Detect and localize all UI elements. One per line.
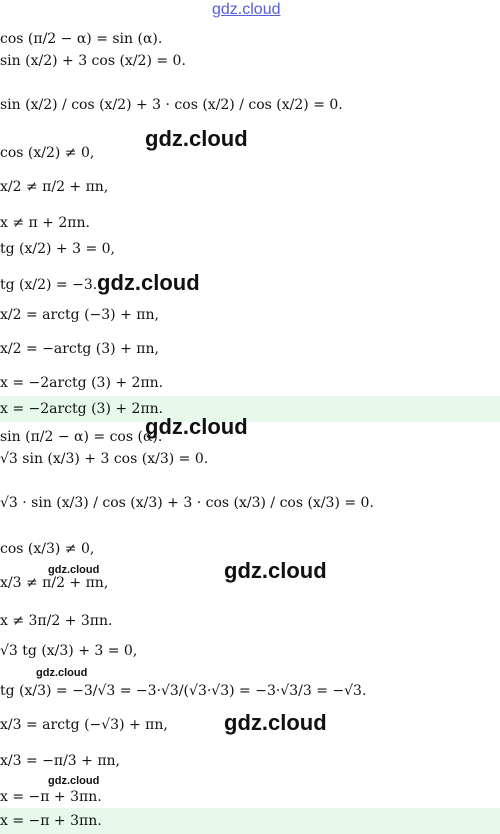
watermark-text: gdz.cloud	[145, 126, 248, 151]
equation-line: √3 · sin (x/3) / cos (x/3) + 3 · cos (x/…	[0, 495, 374, 511]
equation-line: x = −2arctg (3) + 2πn.	[0, 375, 164, 391]
watermark-text: gdz.cloud	[224, 710, 327, 735]
answer-line: x = −π + 3πn.	[0, 813, 102, 829]
equation-line: √3 tg (x/3) + 3 = 0,	[0, 643, 138, 659]
watermark-text: gdz.cloud	[97, 270, 200, 295]
answer-highlight-2	[0, 808, 500, 834]
watermark-text: gdz.cloud	[48, 564, 100, 576]
answer-highlight-1	[0, 396, 500, 422]
equation-line: x = −π + 3πn.	[0, 789, 102, 805]
equation-line: x/2 ≠ π/2 + πn,	[0, 179, 109, 195]
equation-line: tg (x/2) + 3 = 0,	[0, 241, 116, 257]
equation-line: sin (x/2) + 3 cos (x/2) = 0.	[0, 53, 186, 69]
site-watermark[interactable]: gdz.cloud	[212, 1, 281, 18]
equation-line: sin (π/2 − α) = cos (α).	[0, 429, 163, 445]
equation-line: x ≠ 3π/2 + 3πn.	[0, 613, 113, 629]
equation-line: tg (x/2) = −3.	[0, 277, 98, 293]
watermark-text: gdz.cloud	[36, 667, 88, 679]
equation-line: x ≠ π + 2πn.	[0, 215, 90, 231]
equation-line: tg (x/3) = −3/√3 = −3·√3/(√3·√3) = −3·√3…	[0, 683, 367, 699]
equation-line: sin (x/2) / cos (x/2) + 3 · cos (x/2) / …	[0, 97, 343, 113]
equation-line: x/2 = −arctg (3) + πn,	[0, 341, 159, 357]
equation-line: cos (x/3) ≠ 0,	[0, 541, 95, 557]
equation-line: x/3 = arctg (−√3) + πn,	[0, 717, 168, 733]
equation-line: x/2 = arctg (−3) + πn,	[0, 307, 159, 323]
equation-line: cos (x/2) ≠ 0,	[0, 145, 95, 161]
watermark-text: gdz.cloud	[224, 558, 327, 583]
equation-line: x/3 = −π/3 + πn,	[0, 753, 121, 769]
equation-line: x/3 ≠ π/2 + πn,	[0, 575, 109, 591]
answer-line: x = −2arctg (3) + 2πn.	[0, 401, 164, 417]
equation-line: √3 sin (x/3) + 3 cos (x/3) = 0.	[0, 451, 209, 467]
watermark-text: gdz.cloud	[48, 775, 100, 787]
watermark-text: gdz.cloud	[145, 414, 248, 439]
equation-line: cos (π/2 − α) = sin (α).	[0, 31, 163, 47]
